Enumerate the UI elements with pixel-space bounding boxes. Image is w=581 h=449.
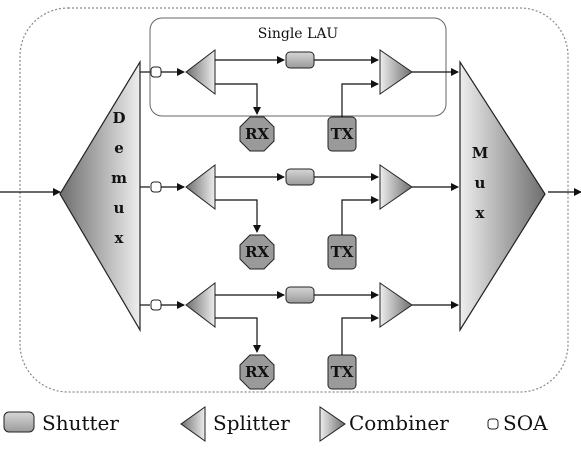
demux-letter: D bbox=[112, 109, 125, 127]
combiner-icon bbox=[379, 282, 413, 328]
single-lau-title: Single LAU bbox=[258, 26, 339, 42]
tx-label: TX bbox=[331, 363, 354, 381]
rx-label: RX bbox=[245, 243, 269, 261]
demux-letter: x bbox=[115, 229, 125, 247]
soa-icon bbox=[150, 299, 162, 311]
mux-triangle bbox=[459, 59, 546, 333]
tx-connector bbox=[341, 80, 379, 117]
tx-connector bbox=[341, 314, 379, 355]
legend: Shutter Splitter Combiner SOA bbox=[3, 406, 548, 442]
tx-label: TX bbox=[331, 243, 354, 261]
outer-frame bbox=[19, 7, 569, 393]
splitter-icon bbox=[185, 163, 216, 211]
rx-connector bbox=[215, 317, 261, 353]
shutter-icon bbox=[285, 51, 315, 69]
splitter-icon bbox=[185, 48, 216, 96]
combiner-legend-icon bbox=[319, 406, 346, 442]
rx-connector bbox=[215, 83, 261, 115]
splitter-legend-icon bbox=[180, 406, 206, 442]
tx-connector bbox=[341, 196, 379, 235]
demux-letter: e bbox=[114, 139, 124, 157]
demux-label: D e m u x bbox=[111, 109, 127, 247]
mux-letter: u bbox=[475, 174, 486, 192]
tx-label: TX bbox=[331, 125, 354, 143]
lau-row-2: RX TX bbox=[140, 163, 459, 270]
lau-row-3: RX TX bbox=[140, 281, 459, 390]
legend-splitter-label: Splitter bbox=[213, 411, 290, 435]
rx-label: RX bbox=[245, 363, 269, 381]
soa-icon bbox=[150, 66, 162, 78]
rx-octagon bbox=[239, 234, 275, 270]
mux-letter: M bbox=[472, 144, 489, 162]
mux-label: M u x bbox=[472, 144, 489, 222]
soa-legend-icon bbox=[487, 418, 499, 430]
demux-letter: u bbox=[114, 199, 125, 217]
splitter-icon bbox=[185, 281, 216, 329]
rx-connector bbox=[215, 199, 261, 233]
combiner-icon bbox=[379, 49, 413, 95]
mux-letter: x bbox=[476, 204, 486, 222]
legend-combiner-label: Combiner bbox=[349, 411, 449, 435]
legend-soa-label: SOA bbox=[503, 411, 548, 435]
shutter-icon bbox=[285, 286, 315, 304]
rx-octagon bbox=[239, 116, 275, 152]
demux-triangle bbox=[59, 59, 141, 333]
demux-letter: m bbox=[111, 169, 127, 187]
rx-label: RX bbox=[245, 125, 269, 143]
legend-shutter-label: Shutter bbox=[42, 411, 119, 435]
soa-icon bbox=[150, 181, 162, 193]
rx-octagon bbox=[239, 354, 275, 390]
single-lau-box bbox=[149, 17, 447, 117]
shutter-icon bbox=[285, 168, 315, 186]
lau-row-1: RX TX bbox=[140, 48, 459, 152]
shutter-legend-icon bbox=[3, 411, 35, 433]
combiner-icon bbox=[379, 164, 413, 210]
